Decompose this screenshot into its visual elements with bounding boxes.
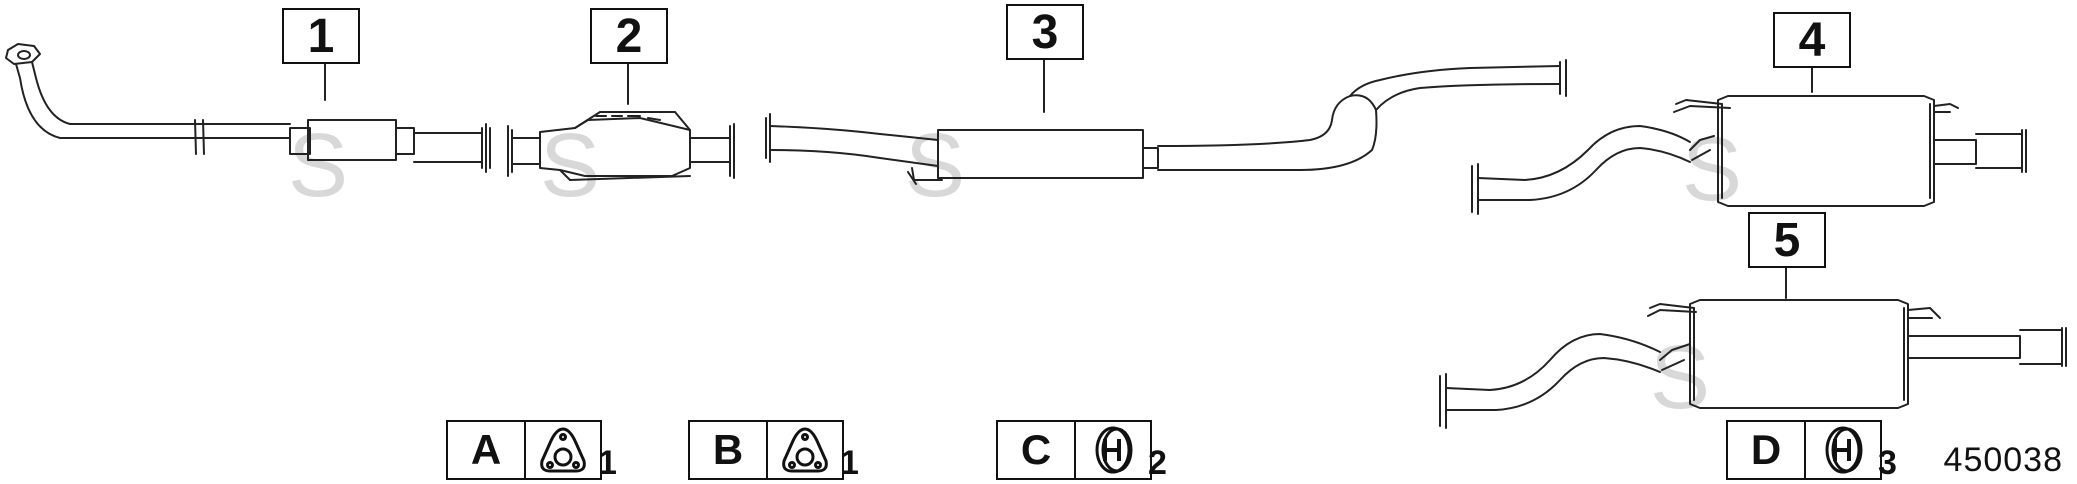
- legend-item-d: D: [1726, 420, 1882, 480]
- legend-letter: D: [1728, 422, 1806, 478]
- callout-1: 1: [282, 8, 360, 64]
- triangular-flange-gasket-icon: [526, 422, 600, 478]
- legend-letter: A: [448, 422, 526, 478]
- callout-2: 2: [590, 8, 668, 64]
- diagram-part-number: 450038: [1943, 441, 2063, 479]
- legend-item-a: A: [446, 420, 602, 480]
- triangular-flange-gasket-icon: [768, 422, 842, 478]
- rubber-hanger-icon: [1806, 422, 1880, 478]
- legend-letter: B: [690, 422, 768, 478]
- center-pipe-resonator: [765, 59, 1567, 185]
- legend-qty-c: 2: [1148, 444, 1167, 482]
- watermark-s: S: [288, 116, 348, 216]
- rear-muffler-5: [1439, 299, 2067, 429]
- legend-qty-b: 1: [840, 444, 859, 482]
- legend-item-c: C: [996, 420, 1152, 480]
- rear-muffler-4: [1471, 95, 2027, 215]
- legend-item-b: B: [688, 420, 844, 480]
- front-pipe: [5, 43, 491, 173]
- callout-4: 4: [1773, 12, 1851, 68]
- legend-letter: C: [998, 422, 1076, 478]
- watermark-s: S: [540, 116, 600, 216]
- legend-qty-d: 3: [1878, 444, 1897, 482]
- watermark-s: S: [1650, 328, 1710, 428]
- legend-qty-a: 1: [598, 444, 617, 482]
- callout-5: 5: [1748, 212, 1826, 268]
- callout-3: 3: [1006, 4, 1084, 60]
- rubber-hanger-icon: [1076, 422, 1150, 478]
- catalytic-converter: [507, 111, 735, 181]
